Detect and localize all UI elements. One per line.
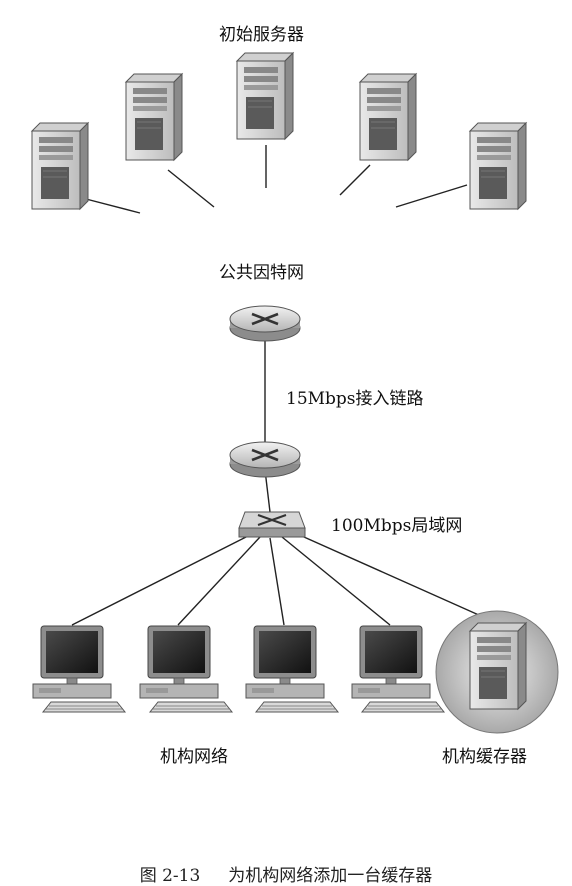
client-computer-3-icon bbox=[245, 625, 339, 713]
origin-servers-label: 初始服务器 bbox=[219, 25, 304, 45]
server-link-1 bbox=[85, 198, 141, 214]
server-links bbox=[85, 145, 468, 214]
public-internet-label: 公共因特网 bbox=[219, 263, 304, 283]
lan-link-5 bbox=[294, 532, 491, 621]
client-computer-1-icon bbox=[32, 625, 126, 713]
server-link-4 bbox=[339, 164, 371, 196]
institutional-cache-server-icon bbox=[469, 622, 527, 710]
lan-link-3 bbox=[269, 537, 285, 626]
server-link-5 bbox=[395, 184, 468, 208]
lan-switch-icon bbox=[238, 511, 306, 538]
origin-server-5-icon bbox=[469, 122, 527, 210]
lan-link-2 bbox=[177, 536, 261, 626]
origin-server-3-icon bbox=[236, 52, 294, 140]
figure-title: 为机构网络添加一台缓存器 bbox=[228, 866, 433, 886]
figure-caption: 图 2-13 为机构网络添加一台缓存器 bbox=[0, 861, 572, 886]
origin-server-2-icon bbox=[125, 73, 183, 161]
access-link-label: 15Mbps接入链路 bbox=[286, 389, 424, 409]
institutional-cache-label: 机构缓存器 bbox=[442, 747, 527, 767]
institution-router-icon bbox=[228, 440, 302, 479]
origin-server-4-icon bbox=[359, 73, 417, 161]
figure-number: 图 2-13 bbox=[139, 866, 201, 886]
client-computer-2-icon bbox=[139, 625, 233, 713]
lan-links bbox=[71, 532, 491, 626]
institutional-network-label: 机构网络 bbox=[160, 747, 228, 767]
lan-link-4 bbox=[281, 536, 391, 626]
origin-server-1-icon bbox=[31, 122, 89, 210]
client-computer-4-icon bbox=[351, 625, 445, 713]
edge-router-icon bbox=[228, 304, 302, 343]
server-link-2 bbox=[167, 169, 215, 208]
lan-link-1 bbox=[71, 534, 251, 626]
lan-label: 100Mbps局域网 bbox=[331, 516, 463, 536]
